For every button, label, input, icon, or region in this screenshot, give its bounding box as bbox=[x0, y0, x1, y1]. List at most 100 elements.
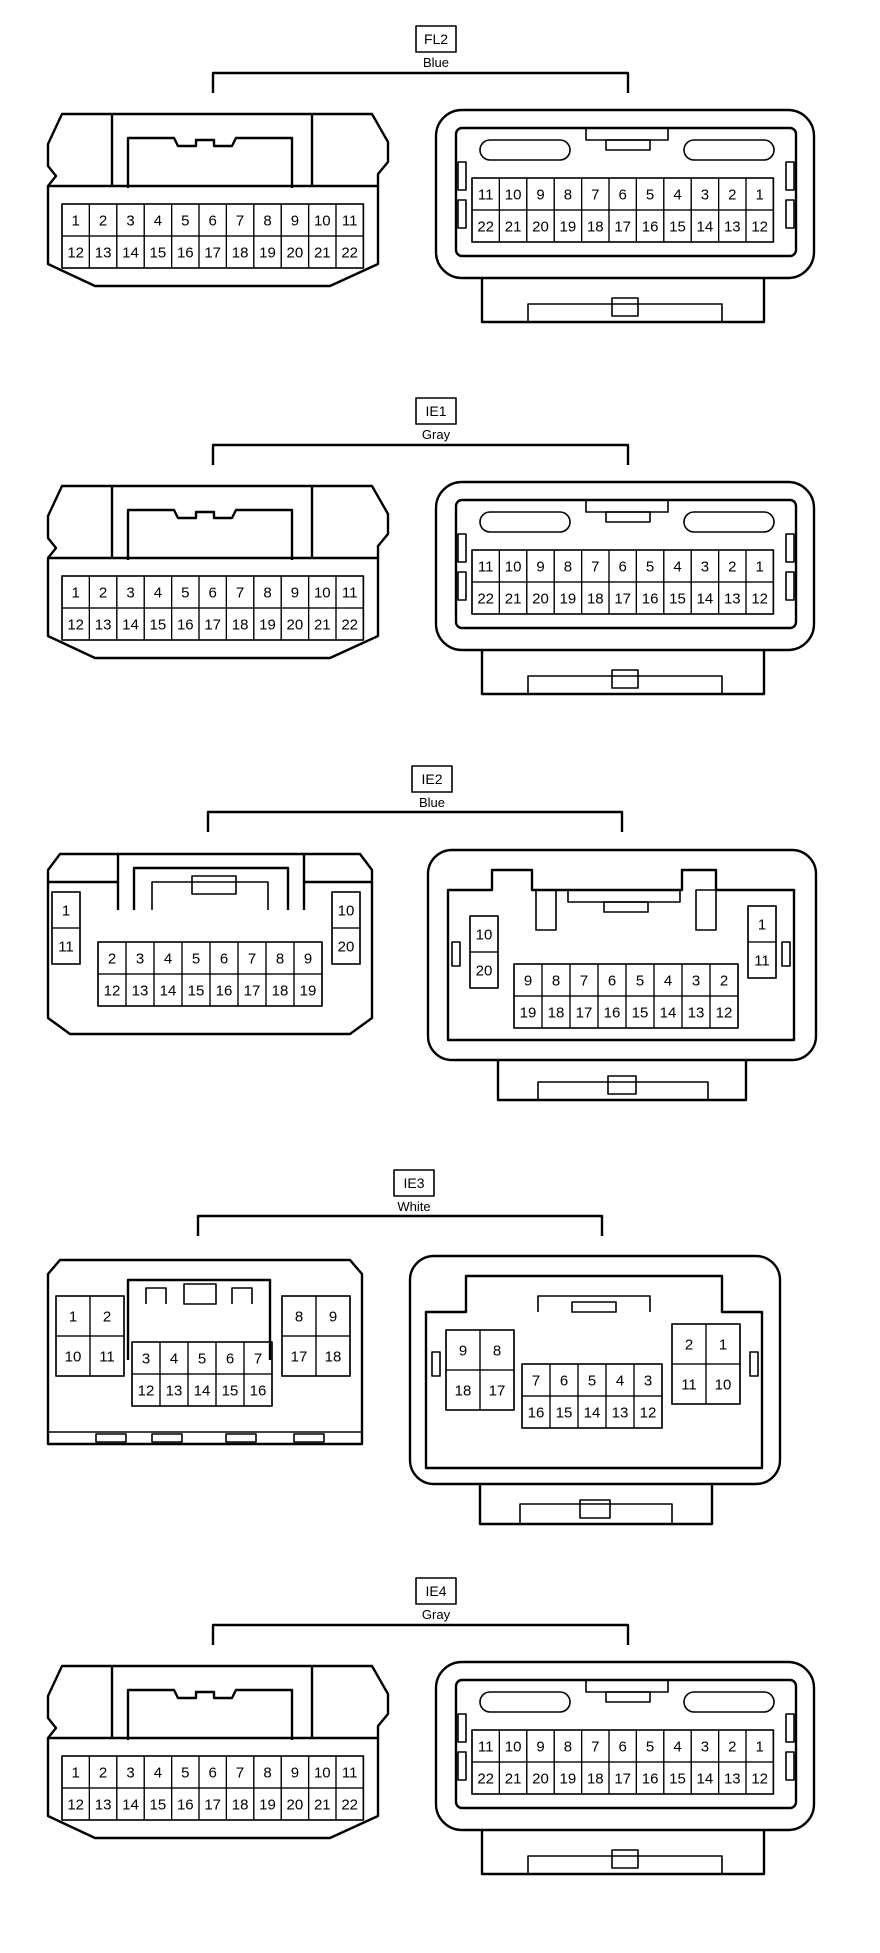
pin-number: 22 bbox=[477, 1770, 494, 1787]
pin-number: 2 bbox=[728, 1738, 736, 1755]
male-housing bbox=[434, 1660, 816, 1832]
pin-number: 12 bbox=[104, 982, 121, 999]
pin-number: 12 bbox=[640, 1404, 657, 1421]
pin-cell bbox=[331, 927, 361, 965]
pairing-bracket bbox=[211, 1623, 630, 1645]
pin-cell bbox=[747, 941, 777, 979]
pin-cell bbox=[335, 235, 364, 269]
pin-number: 10 bbox=[314, 584, 331, 601]
pin-number: 3 bbox=[701, 186, 709, 203]
pin-number: 20 bbox=[532, 218, 549, 235]
connector-code: IE1 bbox=[425, 403, 446, 419]
pin-number: 7 bbox=[591, 558, 599, 575]
pin-number: 7 bbox=[591, 1738, 599, 1755]
lock-base-inner bbox=[519, 1503, 673, 1524]
connector-color: Blue bbox=[419, 795, 445, 810]
side-rib bbox=[457, 1713, 467, 1743]
lock-latch bbox=[126, 1688, 294, 1740]
pin-number: 2 bbox=[728, 558, 736, 575]
pin-number: 1 bbox=[72, 1764, 80, 1781]
connector-code-box bbox=[393, 1169, 435, 1197]
pin-number: 20 bbox=[532, 590, 549, 607]
pin-number: 4 bbox=[673, 1738, 681, 1755]
pin-number: 9 bbox=[291, 1764, 299, 1781]
pin-number: 1 bbox=[756, 1738, 764, 1755]
pin-number: 1 bbox=[756, 186, 764, 203]
pin-number: 18 bbox=[325, 1348, 342, 1365]
pin-number: 10 bbox=[314, 212, 331, 229]
pin-cell bbox=[479, 1369, 515, 1411]
lock-base bbox=[480, 278, 766, 324]
pin-number: 9 bbox=[291, 584, 299, 601]
pin-number: 5 bbox=[636, 972, 644, 989]
lock-latch bbox=[126, 136, 294, 188]
pin-number: 9 bbox=[304, 950, 312, 967]
pin-number: 19 bbox=[259, 616, 276, 633]
pin-cell bbox=[705, 1363, 741, 1405]
pin-number: 15 bbox=[150, 616, 167, 633]
pin-number: 16 bbox=[216, 982, 233, 999]
pin-number: 20 bbox=[476, 962, 493, 979]
pin-number: 10 bbox=[505, 558, 522, 575]
pin-number: 22 bbox=[477, 590, 494, 607]
pin-number: 1 bbox=[756, 558, 764, 575]
pin-number: 10 bbox=[505, 1738, 522, 1755]
lock-latch bbox=[132, 866, 290, 910]
pin-number: 22 bbox=[341, 1796, 358, 1813]
pin-number: 8 bbox=[263, 1764, 271, 1781]
pin-number: 16 bbox=[642, 1770, 659, 1787]
pin-number: 5 bbox=[646, 1738, 654, 1755]
male-housing bbox=[434, 480, 816, 652]
pairing-bracket bbox=[196, 1214, 604, 1236]
pin-number: 21 bbox=[505, 590, 522, 607]
pin-number: 11 bbox=[478, 1738, 494, 1755]
pin-number: 10 bbox=[715, 1376, 732, 1393]
female-housing bbox=[46, 484, 390, 660]
pin-number: 13 bbox=[688, 1004, 705, 1021]
pin-number: 13 bbox=[724, 1770, 741, 1787]
male-inner-frame bbox=[454, 498, 798, 630]
pin-number: 18 bbox=[455, 1382, 472, 1399]
pin-number: 19 bbox=[300, 982, 317, 999]
pin-number: 4 bbox=[673, 186, 681, 203]
pin-number: 17 bbox=[489, 1382, 506, 1399]
lock-base bbox=[480, 1830, 766, 1876]
pin-number: 7 bbox=[580, 972, 588, 989]
pin-number: 18 bbox=[232, 616, 249, 633]
pin-number: 3 bbox=[701, 1738, 709, 1755]
pin-number: 13 bbox=[132, 982, 149, 999]
key-notch bbox=[567, 890, 681, 903]
pin-number: 13 bbox=[724, 590, 741, 607]
pin-number: 13 bbox=[95, 1796, 112, 1813]
pin-number: 8 bbox=[564, 186, 572, 203]
pin-number: 10 bbox=[314, 1764, 331, 1781]
pin-number: 12 bbox=[751, 1770, 768, 1787]
pin-number: 21 bbox=[314, 244, 331, 261]
key-tab bbox=[191, 875, 237, 895]
pin-number: 4 bbox=[154, 584, 162, 601]
side-rib bbox=[785, 1751, 795, 1781]
pin-number: 11 bbox=[342, 584, 358, 601]
pin-cell bbox=[709, 995, 739, 1029]
pin-number: 19 bbox=[560, 218, 577, 235]
pin-number: 14 bbox=[660, 1004, 677, 1021]
pin-number: 1 bbox=[72, 212, 80, 229]
pin-number: 12 bbox=[751, 218, 768, 235]
pin-number: 3 bbox=[136, 950, 144, 967]
pairing-bracket bbox=[211, 443, 630, 465]
pin-number: 17 bbox=[291, 1348, 308, 1365]
pin-cell bbox=[469, 951, 499, 989]
pin-number: 19 bbox=[520, 1004, 537, 1021]
pin-cell bbox=[745, 581, 774, 615]
guide-slot bbox=[683, 511, 775, 533]
side-rib bbox=[785, 161, 795, 191]
base-slot bbox=[151, 1433, 183, 1443]
pin-number: 21 bbox=[314, 1796, 331, 1813]
pin-number: 1 bbox=[62, 902, 70, 919]
pin-number: 19 bbox=[560, 1770, 577, 1787]
pin-number: 17 bbox=[204, 244, 221, 261]
pin-number: 7 bbox=[591, 186, 599, 203]
pin-number: 21 bbox=[505, 1770, 522, 1787]
pin-number: 3 bbox=[142, 1350, 150, 1367]
